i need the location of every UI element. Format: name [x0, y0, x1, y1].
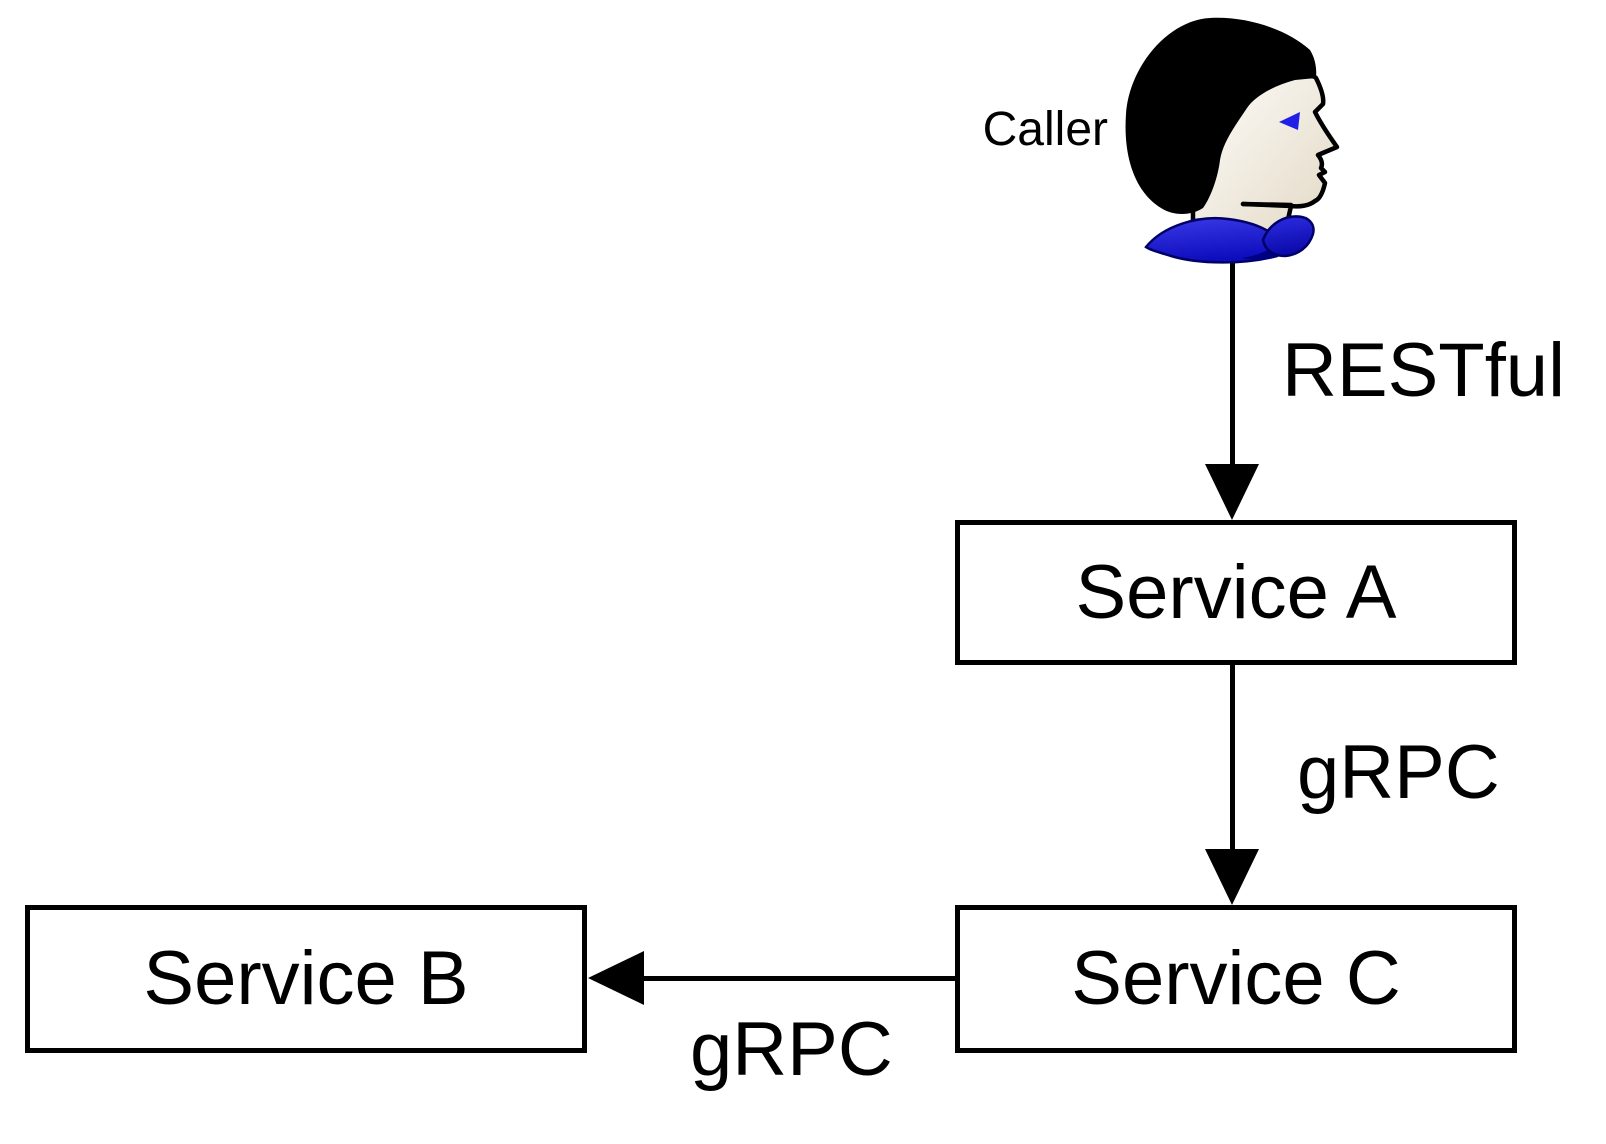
edge-grpc-ac-arrowhead-icon: [1205, 849, 1259, 905]
edge-grpc-cb-arrow-shaft: [640, 976, 957, 981]
edge-label-grpc-ac: gRPC: [1297, 730, 1500, 815]
node-service-b-label: Service B: [143, 936, 469, 1021]
actor-collar-right: [1261, 215, 1315, 258]
actor-hair: [1125, 17, 1317, 215]
edge-restful-arrowhead-icon: [1205, 464, 1259, 520]
node-service-a: Service A: [955, 520, 1517, 665]
caller-actor-icon: [1125, 17, 1340, 264]
edge-grpc-ac-arrow-shaft: [1230, 665, 1235, 851]
node-service-c: Service C: [955, 905, 1517, 1053]
node-service-c-label: Service C: [1071, 936, 1401, 1021]
caller-label: Caller: [982, 103, 1108, 156]
actor-eye-icon: [1279, 112, 1300, 130]
node-service-a-label: Service A: [1075, 549, 1397, 635]
node-service-b: Service B: [25, 905, 587, 1053]
edge-restful-arrow-shaft: [1230, 256, 1235, 466]
edge-grpc-cb-arrowhead-icon: [588, 951, 644, 1005]
actor-mouth: [1240, 201, 1294, 208]
edge-label-grpc-cb: gRPC: [690, 1007, 893, 1092]
edge-label-restful: RESTful: [1282, 328, 1565, 413]
